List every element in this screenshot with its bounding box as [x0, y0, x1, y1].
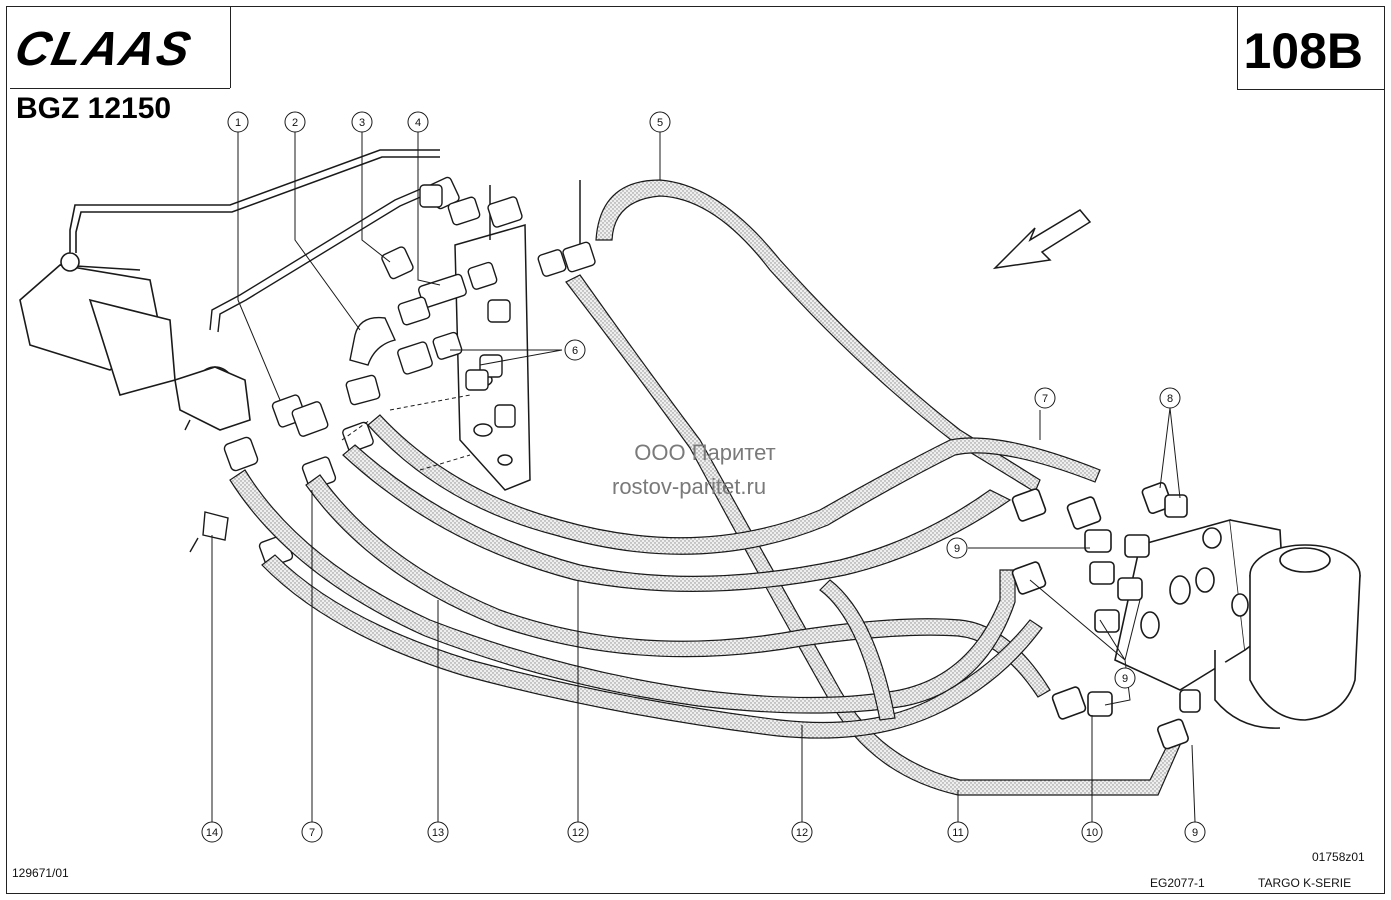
svg-text:12: 12 — [796, 827, 808, 839]
fittings — [189, 176, 596, 568]
drawing-frame — [6, 6, 1385, 894]
svg-text:9: 9 — [1192, 827, 1198, 839]
svg-text:12: 12 — [572, 827, 584, 839]
direction-arrow — [992, 209, 1092, 270]
mounting-plate — [454, 180, 581, 491]
callout-11: 11 — [947, 821, 969, 843]
svg-text:11: 11 — [952, 827, 963, 839]
footer-drawing-code: 01758z01 — [1312, 850, 1365, 864]
flexible-hoses — [229, 179, 1181, 796]
page-number-box — [1237, 6, 1385, 90]
callout-13: 13 — [427, 821, 449, 843]
callout-7-right: 7 — [1034, 387, 1056, 409]
callout-12-left: 12 — [567, 821, 589, 843]
steering-cylinder — [19, 149, 440, 431]
svg-text:2: 2 — [292, 117, 298, 129]
page-number: 108B — [1243, 23, 1363, 79]
rigid-pipes — [184, 184, 433, 431]
callout-8: 8 — [1159, 387, 1181, 409]
watermark-company: ООО Паритет — [634, 440, 776, 465]
steering-unit — [1011, 482, 1361, 750]
callout-5: 5 — [649, 111, 671, 133]
svg-text:1: 1 — [235, 117, 241, 129]
group-code: BGZ 12150 — [16, 92, 172, 125]
footer-series: TARGO K-SERIE — [1258, 876, 1352, 890]
footer-doc-code: EG2077-1 — [1150, 876, 1205, 890]
svg-text:9: 9 — [1122, 673, 1128, 685]
svg-text:6: 6 — [572, 345, 578, 357]
svg-text:4: 4 — [415, 117, 421, 129]
callout-3: 3 — [351, 111, 373, 133]
svg-text:13: 13 — [432, 827, 444, 839]
svg-text:3: 3 — [359, 117, 365, 129]
callout-6: 6 — [564, 339, 586, 361]
svg-text:10: 10 — [1086, 827, 1098, 839]
svg-text:5: 5 — [657, 117, 663, 129]
callout-4: 4 — [407, 111, 429, 133]
header-rule — [10, 88, 230, 89]
callout-9-middle: 9 — [1114, 667, 1136, 689]
callout-1: 1 — [227, 111, 249, 133]
callout-9-upper: 9 — [946, 537, 968, 559]
svg-text:9: 9 — [954, 543, 960, 555]
header-divider — [230, 6, 231, 88]
callout-9-bottom: 9 — [1184, 821, 1206, 843]
leader-lines — [211, 132, 1196, 823]
svg-text:7: 7 — [1042, 393, 1048, 405]
callout-10: 10 — [1081, 821, 1103, 843]
callout-2: 2 — [284, 111, 306, 133]
callout-12-right: 12 — [791, 821, 813, 843]
callout-7-bottom: 7 — [301, 821, 323, 843]
footer-left-code: 129671/01 — [12, 866, 69, 880]
callout-14: 14 — [201, 821, 223, 843]
svg-text:8: 8 — [1167, 393, 1173, 405]
watermark-url: rostov-paritet.ru — [612, 474, 767, 499]
svg-text:7: 7 — [309, 827, 315, 839]
svg-text:14: 14 — [206, 827, 218, 839]
